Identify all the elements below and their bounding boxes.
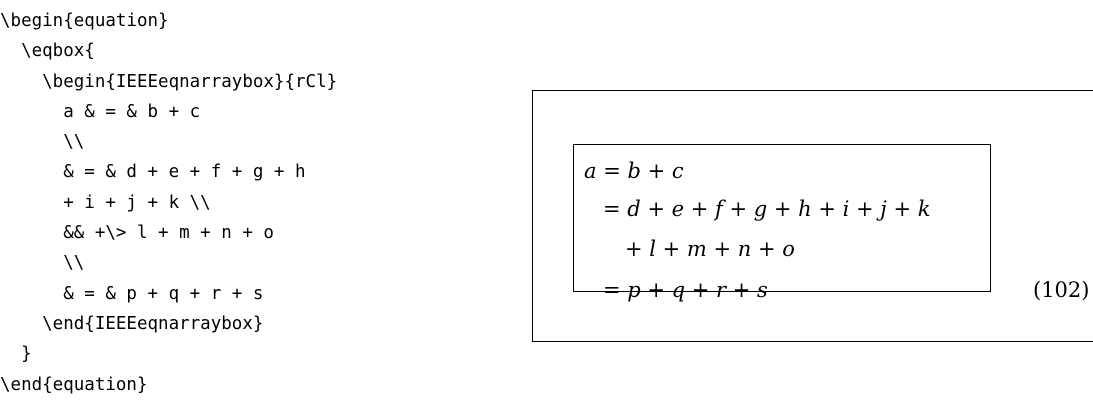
- code-line: && +\> l + m + n + o: [0, 223, 274, 244]
- code-line: \\: [0, 132, 85, 153]
- equation-line-4: = p + q + r + s: [603, 278, 768, 302]
- code-line: \eqbox{: [0, 41, 95, 62]
- equation-box: [573, 144, 991, 292]
- equation-line-2: = d + e + f + g + h + i + j + k: [603, 197, 931, 221]
- code-line: & = & p + q + r + s: [0, 283, 264, 304]
- code-line: + i + j + k \\: [0, 192, 211, 213]
- code-line: }: [0, 344, 32, 365]
- code-line: \end{equation}: [0, 374, 148, 395]
- equation-number: (102): [1033, 278, 1090, 302]
- code-line: a & = & b + c: [0, 101, 201, 122]
- code-line: \\: [0, 253, 85, 274]
- equation-line-3: + l + m + n + o: [625, 237, 795, 261]
- code-line: \begin{IEEEeqnarraybox}{rCl}: [0, 71, 338, 92]
- code-line: & = & d + e + f + g + h: [0, 162, 306, 183]
- code-line: \begin{equation}: [0, 11, 169, 31]
- rendered-output-frame: [532, 90, 1093, 342]
- equation-line-1: a = b + c: [584, 159, 684, 183]
- code-line: \end{IEEEeqnarraybox}: [0, 313, 264, 334]
- latex-source-code: \begin{equation} \eqbox{ \begin{IEEEeqna…: [0, 6, 337, 400]
